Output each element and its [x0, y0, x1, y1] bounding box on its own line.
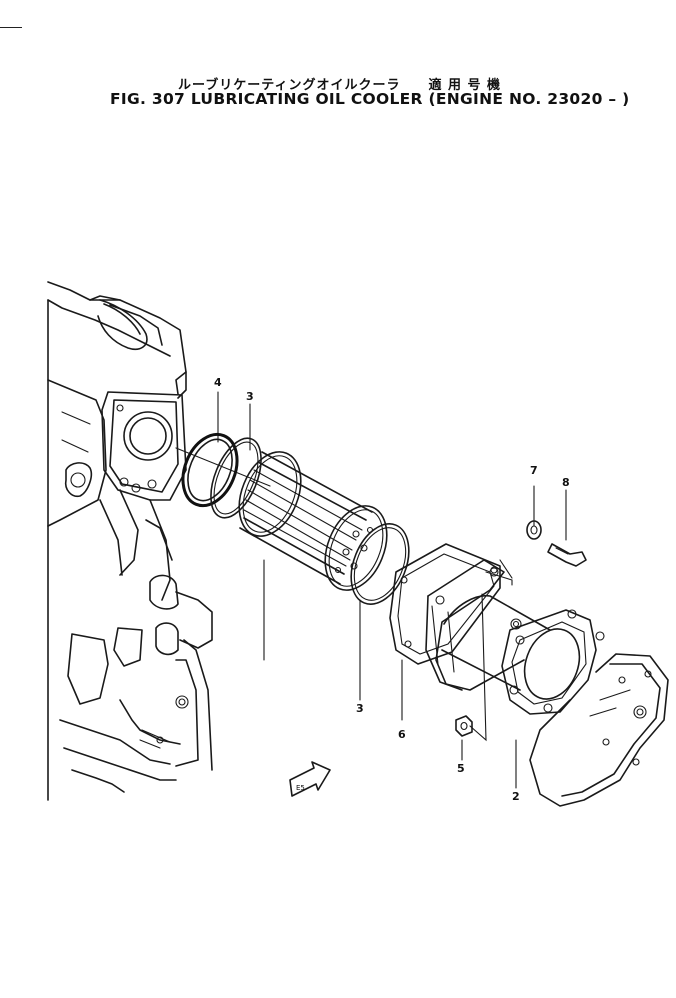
leader-lines [175, 391, 567, 789]
callout-2: 2 [512, 790, 520, 803]
bolt-8 [547, 543, 587, 567]
callout-7: 7 [530, 464, 538, 477]
cooler-element [238, 451, 388, 591]
engine-block [47, 281, 213, 801]
corner-rule [0, 27, 22, 28]
callout-4: 4 [214, 376, 222, 389]
direction-arrow: E5 [289, 761, 331, 797]
cooler-case-2 [425, 559, 605, 715]
nut-5 [455, 715, 473, 737]
title-english: FIG. 307 LUBRICATING OIL COOLER (ENGINE … [110, 90, 630, 108]
arrow-mark: E5 [296, 784, 305, 792]
o-ring-3-upper [210, 437, 262, 519]
washer-7 [526, 520, 542, 540]
callout-3-lower: 3 [356, 702, 364, 715]
gear-case [529, 653, 669, 807]
callout-8: 8 [562, 476, 570, 489]
callout-5: 5 [457, 762, 465, 775]
o-ring-3-lower [350, 523, 410, 605]
callout-3-upper: 3 [246, 390, 254, 403]
title-japanese: ルーブリケーティングオイルクーラ 適 用 号 機 [178, 78, 502, 93]
o-ring-4 [181, 432, 239, 508]
callout-6: 6 [398, 728, 406, 741]
